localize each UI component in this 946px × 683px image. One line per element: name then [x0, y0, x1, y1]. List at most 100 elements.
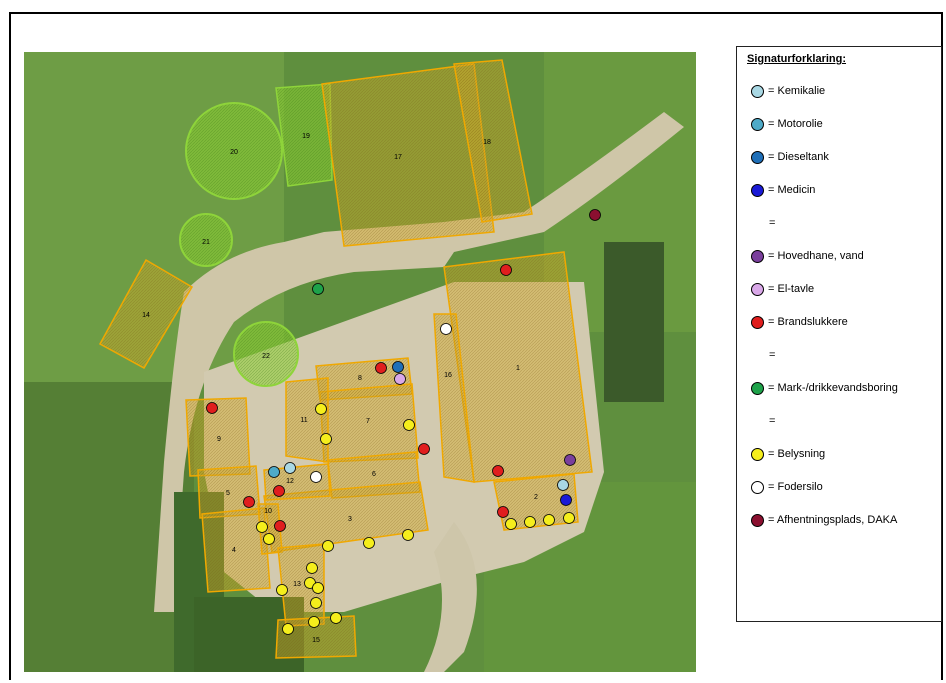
legend-item: = El-tavle — [751, 281, 814, 297]
lighting-marker — [282, 623, 294, 635]
label-22: 22 — [262, 353, 270, 360]
label-1: 1 — [516, 365, 520, 372]
legend-item: = — [769, 347, 775, 363]
fire-extinguisher-marker — [206, 402, 218, 414]
label-10: 10 — [264, 508, 272, 515]
building-15 — [275, 615, 357, 659]
label-11: 11 — [300, 417, 307, 424]
legend-item: = Dieseltank — [751, 149, 829, 165]
legend-swatch-icon — [751, 117, 764, 131]
lighting-marker — [276, 584, 288, 596]
building-18 — [453, 59, 533, 223]
legend-label: = El-tavle — [768, 283, 815, 295]
diesel-tank-marker — [392, 361, 404, 373]
lighting-marker — [403, 419, 415, 431]
electric-panel-marker — [394, 373, 406, 385]
legend-label: = — [769, 217, 776, 229]
legend-label: = Mark-/drikkevandsboring — [768, 382, 898, 394]
feed-silo-marker — [310, 471, 322, 483]
legend-swatch-icon — [751, 480, 764, 494]
legend-label: = Fodersilo — [768, 481, 823, 493]
label-17: 17 — [394, 154, 402, 161]
legend-label: = — [769, 349, 776, 361]
fire-extinguisher-marker — [273, 485, 285, 497]
label-8: 8 — [358, 375, 362, 382]
legend-label: = Motorolie — [768, 118, 823, 130]
building-19 — [275, 83, 333, 187]
legend-title: Signaturforklaring: — [747, 53, 847, 65]
lighting-marker — [524, 516, 536, 528]
building-16 — [433, 313, 475, 483]
legend-swatch-icon — [751, 84, 764, 98]
legend-swatch-icon — [751, 183, 764, 197]
building-14-west — [98, 258, 194, 370]
chemical-marker — [284, 462, 296, 474]
building-22-tank — [233, 321, 299, 387]
fire-extinguisher-marker — [375, 362, 387, 374]
building-17 — [321, 63, 495, 247]
legend-item: = Medicin — [751, 182, 815, 198]
lighting-marker — [505, 518, 517, 530]
legend-item: = Fodersilo — [751, 479, 823, 495]
label-7: 7 — [366, 418, 370, 425]
label-13: 13 — [293, 581, 301, 588]
building-21-tank — [179, 213, 233, 267]
lighting-marker — [312, 582, 324, 594]
legend-label: = Medicin — [768, 184, 816, 196]
main-water-valve-marker — [564, 454, 576, 466]
chemical-marker — [557, 479, 569, 491]
label-15: 15 — [312, 637, 320, 644]
lighting-marker — [363, 537, 375, 549]
feed-silo-marker — [440, 323, 452, 335]
lighting-marker — [322, 540, 334, 552]
legend-item: = Kemikalie — [751, 83, 825, 99]
label-6: 6 — [372, 471, 376, 478]
legend-item: = Belysning — [751, 446, 825, 462]
lighting-marker — [543, 514, 555, 526]
fire-extinguisher-marker — [418, 443, 430, 455]
legend-swatch-icon — [751, 381, 764, 395]
label-20: 20 — [230, 149, 238, 156]
legend-item: = Mark-/drikkevandsboring — [751, 380, 898, 396]
label-3: 3 — [348, 516, 352, 523]
legend-label: = Brandslukkere — [768, 316, 848, 328]
lighting-marker — [256, 521, 268, 533]
label-2: 2 — [534, 494, 538, 501]
legend-item: = Motorolie — [751, 116, 823, 132]
label-19: 19 — [302, 133, 310, 140]
water-well-marker — [312, 283, 324, 295]
building-4 — [201, 507, 271, 593]
lighting-marker — [306, 562, 318, 574]
legend-item: = — [769, 215, 775, 231]
road-south — [424, 522, 477, 672]
lighting-marker — [310, 597, 322, 609]
fire-extinguisher-marker — [500, 264, 512, 276]
legend-swatch-icon — [751, 282, 764, 296]
medicine-marker — [560, 494, 572, 506]
legend-swatch-icon — [751, 150, 764, 164]
daka-pickup-marker — [589, 209, 601, 221]
legend-item: = Brandslukkere — [751, 314, 848, 330]
legend-label: = Dieseltank — [768, 151, 829, 163]
legend-item: = — [769, 413, 775, 429]
label-12: 12 — [286, 478, 294, 485]
legend-label: = Afhentningsplads, DAKA — [768, 514, 898, 526]
lighting-marker — [563, 512, 575, 524]
legend-label: = Hovedhane, vand — [768, 250, 864, 262]
fire-extinguisher-marker — [243, 496, 255, 508]
lighting-marker — [320, 433, 332, 445]
lighting-marker — [330, 612, 342, 624]
label-18: 18 — [483, 139, 491, 146]
fire-extinguisher-marker — [274, 520, 286, 532]
label-5: 5 — [226, 490, 230, 497]
label-14: 14 — [142, 312, 150, 319]
label-4: 4 — [232, 547, 236, 554]
fire-extinguisher-marker — [492, 465, 504, 477]
label-21: 21 — [202, 239, 210, 246]
legend-item: = Hovedhane, vand — [751, 248, 864, 264]
legend-swatch-icon — [751, 249, 764, 263]
legend-item: = Afhentningsplads, DAKA — [751, 512, 897, 528]
fire-extinguisher-marker — [497, 506, 509, 518]
road-main — [154, 112, 684, 612]
motor-oil-marker — [268, 466, 280, 478]
